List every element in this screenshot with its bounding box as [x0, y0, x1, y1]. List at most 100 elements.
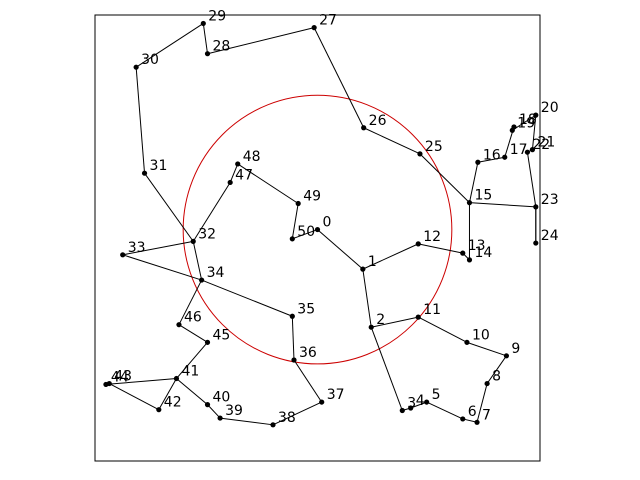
node-marker-45 — [204, 339, 211, 345]
node-label-4: 4 — [416, 393, 425, 409]
route-edge-32-33 — [122, 240, 194, 256]
route-tail-edge-7-8 — [476, 383, 488, 423]
node-label-43: 43 — [114, 369, 132, 385]
node-marker-50 — [289, 236, 295, 242]
node-marker-19 — [509, 127, 515, 133]
node-label-45: 45 — [213, 327, 231, 343]
route-edge-33-34 — [122, 254, 202, 281]
node-label-3: 3 — [407, 396, 416, 412]
node-marker-3 — [399, 407, 405, 414]
node-label-24: 24 — [541, 228, 559, 244]
node-marker-48 — [235, 161, 241, 167]
node-label-27: 27 — [319, 13, 337, 29]
node-marker-12 — [415, 241, 421, 247]
route-tail-edge-2-3 — [370, 327, 403, 411]
node-label-16: 16 — [483, 147, 501, 163]
node-marker-13 — [460, 250, 466, 256]
node-marker-39 — [217, 415, 223, 421]
route-edge-25-26 — [363, 127, 421, 155]
route-edge-34-35 — [201, 279, 293, 317]
route-edge-49-50 — [291, 203, 299, 239]
node-marker-0 — [314, 226, 321, 233]
node-label-28: 28 — [213, 39, 231, 55]
node-label-26: 26 — [369, 113, 387, 129]
node-marker-10 — [464, 339, 470, 345]
node-marker-15 — [466, 200, 473, 206]
route-edge-47-48 — [229, 163, 239, 183]
node-marker-22 — [524, 149, 531, 155]
plot-frame — [94, 14, 541, 462]
route-edge-20-21 — [531, 115, 537, 150]
route-edge-15-25 — [419, 153, 470, 204]
route-tail-edge-9-10 — [466, 341, 507, 357]
route-tail-edge-1-2 — [362, 269, 372, 328]
node-label-23: 23 — [541, 192, 559, 208]
route-edge-36-37 — [293, 359, 323, 403]
node-label-11: 11 — [423, 302, 441, 318]
node-label-5: 5 — [432, 387, 441, 403]
node-marker-17 — [502, 154, 508, 160]
node-marker-32 — [190, 238, 196, 244]
coverage-circle — [182, 94, 453, 365]
node-marker-33 — [120, 252, 126, 258]
node-label-31: 31 — [150, 158, 168, 174]
route-edge-39-40 — [207, 404, 221, 419]
node-label-19: 19 — [517, 115, 535, 131]
node-marker-30 — [133, 64, 139, 70]
node-label-34: 34 — [207, 265, 225, 281]
route-tail-edge-10-11 — [418, 316, 468, 343]
node-marker-42 — [156, 407, 162, 413]
node-marker-35 — [289, 313, 295, 319]
node-marker-4 — [408, 405, 414, 411]
node-label-18: 18 — [519, 112, 537, 128]
node-marker-29 — [200, 20, 206, 27]
node-marker-9 — [503, 353, 510, 359]
node-marker-14 — [466, 257, 473, 263]
node-label-42: 42 — [164, 395, 182, 411]
route-edge-22-23 — [526, 152, 537, 207]
node-label-14: 14 — [474, 245, 492, 261]
node-marker-36 — [291, 357, 297, 363]
route-edge-41-42 — [158, 378, 177, 410]
node-label-17: 17 — [510, 142, 528, 158]
node-marker-23 — [533, 204, 539, 210]
node-label-30: 30 — [141, 52, 159, 68]
route-edge-45-46 — [178, 324, 208, 343]
route-edge-29-30 — [135, 22, 204, 68]
node-label-38: 38 — [278, 410, 296, 426]
route-edge-44-41 — [105, 378, 177, 385]
node-label-2: 2 — [376, 312, 385, 328]
node-label-47: 47 — [235, 167, 253, 183]
route-edge-50-0 — [292, 229, 318, 240]
node-marker-1 — [360, 266, 366, 272]
node-label-39: 39 — [225, 403, 243, 419]
route-edge-23-15 — [469, 202, 536, 208]
node-marker-41 — [173, 375, 180, 382]
node-marker-37 — [319, 399, 325, 405]
node-marker-21 — [529, 147, 536, 153]
node-label-33: 33 — [128, 240, 146, 256]
route-edge-37-38 — [272, 401, 322, 426]
route-edges — [105, 22, 537, 426]
route-edge-40-41 — [176, 378, 208, 406]
node-label-46: 46 — [184, 310, 202, 326]
node-label-8: 8 — [492, 369, 501, 385]
node-marker-28 — [204, 51, 211, 57]
node-label-10: 10 — [472, 327, 490, 343]
node-label-0: 0 — [323, 215, 332, 231]
node-marker-44 — [103, 381, 109, 388]
route-nodes — [103, 20, 539, 428]
route-edge-28-29 — [202, 23, 209, 54]
route-edge-48-49 — [237, 163, 299, 204]
node-marker-25 — [417, 151, 423, 157]
node-marker-38 — [270, 422, 276, 428]
route-edge-1-12 — [362, 243, 419, 270]
node-marker-47 — [227, 179, 233, 186]
node-label-40: 40 — [213, 390, 231, 406]
route-edge-46-34 — [178, 279, 203, 325]
node-marker-16 — [475, 159, 481, 165]
node-label-9: 9 — [511, 341, 520, 357]
node-label-6: 6 — [468, 404, 477, 420]
node-marker-31 — [141, 170, 148, 176]
